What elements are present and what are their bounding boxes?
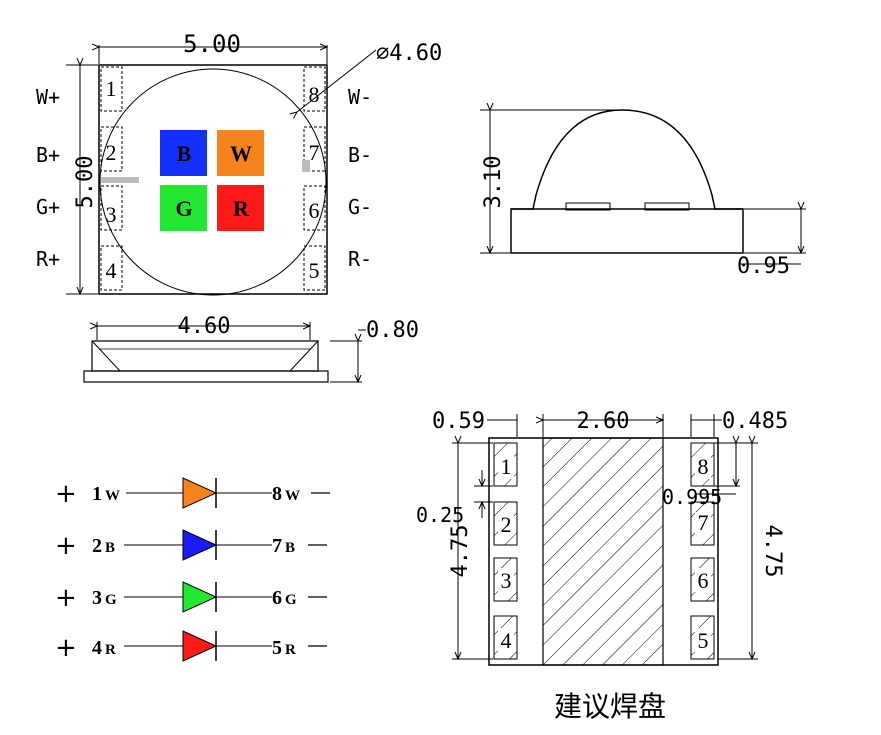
- package-outline: [98, 64, 328, 295]
- chip-blue: [160, 130, 207, 176]
- schematic-row-g: + 3 G 6 G: [55, 581, 327, 613]
- dimension-height-label: 5.00: [73, 156, 98, 209]
- svg-text:5: 5: [272, 637, 282, 659]
- svg-text:G: G: [105, 592, 117, 608]
- label-b-minus: B-: [348, 143, 372, 167]
- schematic-row-r: + 4 R 5 R: [55, 630, 327, 663]
- lens-leader: [297, 49, 377, 112]
- svg-text:1: 1: [92, 483, 102, 505]
- pad-dim-0485: 0.485: [722, 409, 788, 434]
- svg-text:W: W: [105, 488, 120, 504]
- label-b-plus: B+: [36, 143, 60, 167]
- lens-diameter-label: ⌀4.60: [376, 41, 442, 66]
- dome-view: 3.10 0.95: [480, 110, 806, 279]
- diode-white: [182, 477, 218, 509]
- pad-dim-059: 0.59: [432, 409, 485, 434]
- label-w-minus: W-: [348, 85, 372, 109]
- svg-text:W: W: [285, 488, 300, 504]
- pad-layout: 1 2 3 4 8 7 6 5 0.59 2.60 0.485: [416, 409, 788, 723]
- label-g-plus: G+: [36, 195, 60, 219]
- svg-text:R: R: [285, 642, 296, 658]
- top-view: 5.00 5.00 ⌀4.60 1 2 3 4 5: [36, 30, 442, 296]
- diode-blue: [182, 529, 218, 561]
- svg-text:+: +: [55, 531, 77, 561]
- svg-text:B: B: [285, 540, 295, 556]
- svg-text:+: +: [55, 479, 77, 509]
- pad-caption: 建议焊盘: [554, 690, 666, 723]
- pad-pin-5: 5: [698, 628, 709, 653]
- side-height-label: 0.80: [366, 318, 419, 343]
- label-r-plus: R+: [36, 247, 60, 271]
- diode-green: [182, 581, 218, 613]
- chip-letter-r: R: [233, 196, 250, 221]
- label-g-minus: G-: [348, 195, 372, 219]
- polarity-mark-right: [302, 160, 310, 172]
- center-pad: [542, 437, 664, 666]
- svg-text:8: 8: [272, 483, 282, 505]
- top-pin-4: 4: [106, 258, 117, 283]
- top-pin-7: 7: [309, 140, 320, 165]
- schematic-row-b: + 2 B 7 B: [55, 529, 327, 561]
- top-pin-2: 2: [106, 140, 117, 165]
- label-r-minus: R-: [348, 247, 372, 271]
- dome-base-label: 0.95: [737, 254, 790, 279]
- svg-text:3: 3: [92, 587, 102, 609]
- side-view: 4.60 0.80: [83, 314, 419, 382]
- pad-dim-025: 0.25: [416, 503, 464, 527]
- pad-dim-0995: 0.995: [662, 485, 722, 509]
- schematic-row-w: + 1 W 8 W: [55, 477, 330, 509]
- pad-outlines: [100, 66, 326, 291]
- svg-text:7: 7: [272, 535, 282, 557]
- diode-red: [182, 630, 218, 662]
- svg-text:B: B: [105, 540, 115, 556]
- pad-pin-3: 3: [501, 568, 512, 593]
- pad-dim-height-right: 4.75: [760, 525, 785, 578]
- chip-red: [217, 185, 264, 231]
- pad-pin-8: 8: [698, 454, 709, 479]
- pad-pin-6: 6: [698, 568, 709, 593]
- svg-text:6: 6: [272, 587, 282, 609]
- side-width-label: 4.60: [178, 314, 231, 339]
- lens-circle: [99, 68, 327, 296]
- chip-letter-g: G: [175, 196, 192, 221]
- schematic: + 1 W 8 W + 2 B 7 B + 3 G: [55, 477, 330, 663]
- svg-text:R: R: [105, 642, 116, 658]
- svg-text:4: 4: [92, 637, 102, 659]
- svg-text:+: +: [55, 583, 77, 613]
- top-pin-3: 3: [106, 202, 117, 227]
- pad-pin-4: 4: [501, 628, 512, 653]
- chip-white: [217, 130, 264, 176]
- svg-text:+: +: [55, 633, 77, 663]
- svg-text:2: 2: [92, 535, 102, 557]
- polarity-mark-left: [101, 177, 139, 183]
- svg-text:G: G: [285, 592, 297, 608]
- pad-pin-1: 1: [501, 454, 512, 479]
- top-pin-8: 8: [309, 82, 320, 107]
- label-w-plus: W+: [36, 85, 60, 109]
- dimension-width-label: 5.00: [183, 30, 241, 58]
- pad-dim-height-left: 4.75: [448, 525, 473, 578]
- dome-height-label: 3.10: [481, 156, 506, 209]
- top-pin-6: 6: [309, 198, 320, 223]
- top-pin-5: 5: [309, 258, 320, 283]
- chip-green: [160, 185, 207, 231]
- chip-letter-w: W: [230, 141, 252, 166]
- pad-pin-7: 7: [698, 510, 709, 535]
- pad-dim-260: 2.60: [577, 409, 630, 434]
- top-pin-1: 1: [106, 76, 117, 101]
- pad-pin-2: 2: [501, 512, 512, 537]
- chip-letter-b: B: [177, 141, 192, 166]
